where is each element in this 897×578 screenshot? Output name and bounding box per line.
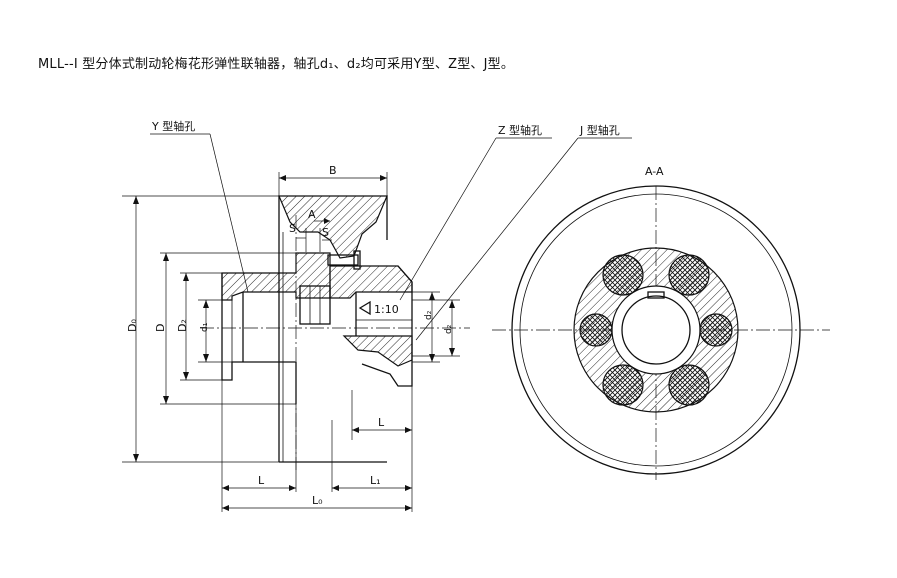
- brake-wheel-rim: [278, 195, 388, 259]
- dim-l-left: L: [258, 474, 265, 487]
- gap-s-left: S: [289, 222, 296, 235]
- leader-y-bore: [209, 133, 249, 293]
- brake-wheel-outline: [278, 196, 388, 463]
- section-view: A-A: [492, 165, 830, 480]
- dim-d1: d₁: [200, 322, 210, 332]
- label-y-bore: Y 型轴孔: [151, 119, 195, 133]
- section-title: A-A: [645, 165, 664, 178]
- dim-l1: L₁: [370, 474, 381, 487]
- right-hub: [329, 265, 413, 299]
- dim-d: D: [154, 324, 167, 332]
- dim-b: B: [329, 164, 337, 177]
- left-hub: [221, 252, 331, 301]
- leader-z-bore: [399, 137, 497, 301]
- dim-d0: D₀: [126, 319, 139, 332]
- keyway: [647, 291, 665, 299]
- brake-wheel-outer: [511, 185, 801, 475]
- taper-symbol: [358, 300, 371, 316]
- brake-wheel-inner: [519, 193, 793, 467]
- elastic-block-6: [579, 313, 613, 347]
- bolt-head: [353, 250, 361, 270]
- right-hub-lower: [342, 335, 413, 367]
- dim-l0: L₀: [312, 494, 323, 507]
- taper-ratio: 1:10: [374, 303, 399, 316]
- side-view: A S S 1:10 B D₀ D D₂: [122, 119, 632, 512]
- shaft-bore: [621, 295, 691, 365]
- elastic-block-2: [668, 254, 710, 296]
- elastic-element: [299, 285, 331, 325]
- label-j-bore: J 型轴孔: [579, 123, 620, 137]
- elastic-block-5: [602, 364, 644, 406]
- dim-d2-hub: D₂: [176, 319, 189, 332]
- leader-j-bore: [415, 137, 579, 341]
- gap-s-right: S: [322, 226, 329, 239]
- elastic-block-3: [699, 313, 733, 347]
- label-z-bore: Z 型轴孔: [498, 123, 542, 137]
- elastic-block-1: [602, 254, 644, 296]
- page-title: MLL--I 型分体式制动轮梅花形弹性联轴器，轴孔d₁、d₂均可采用Y型、Z型、…: [38, 57, 515, 72]
- section-mark-a: A: [308, 208, 316, 221]
- dim-l-right: L: [378, 416, 385, 429]
- dim-d2: d₂: [424, 310, 434, 320]
- bolt: [327, 254, 359, 266]
- hub-bore-ring: [611, 285, 701, 375]
- elastic-block-4: [668, 364, 710, 406]
- right-hub-outline: [355, 265, 413, 387]
- dim-dz: d₂: [444, 324, 454, 334]
